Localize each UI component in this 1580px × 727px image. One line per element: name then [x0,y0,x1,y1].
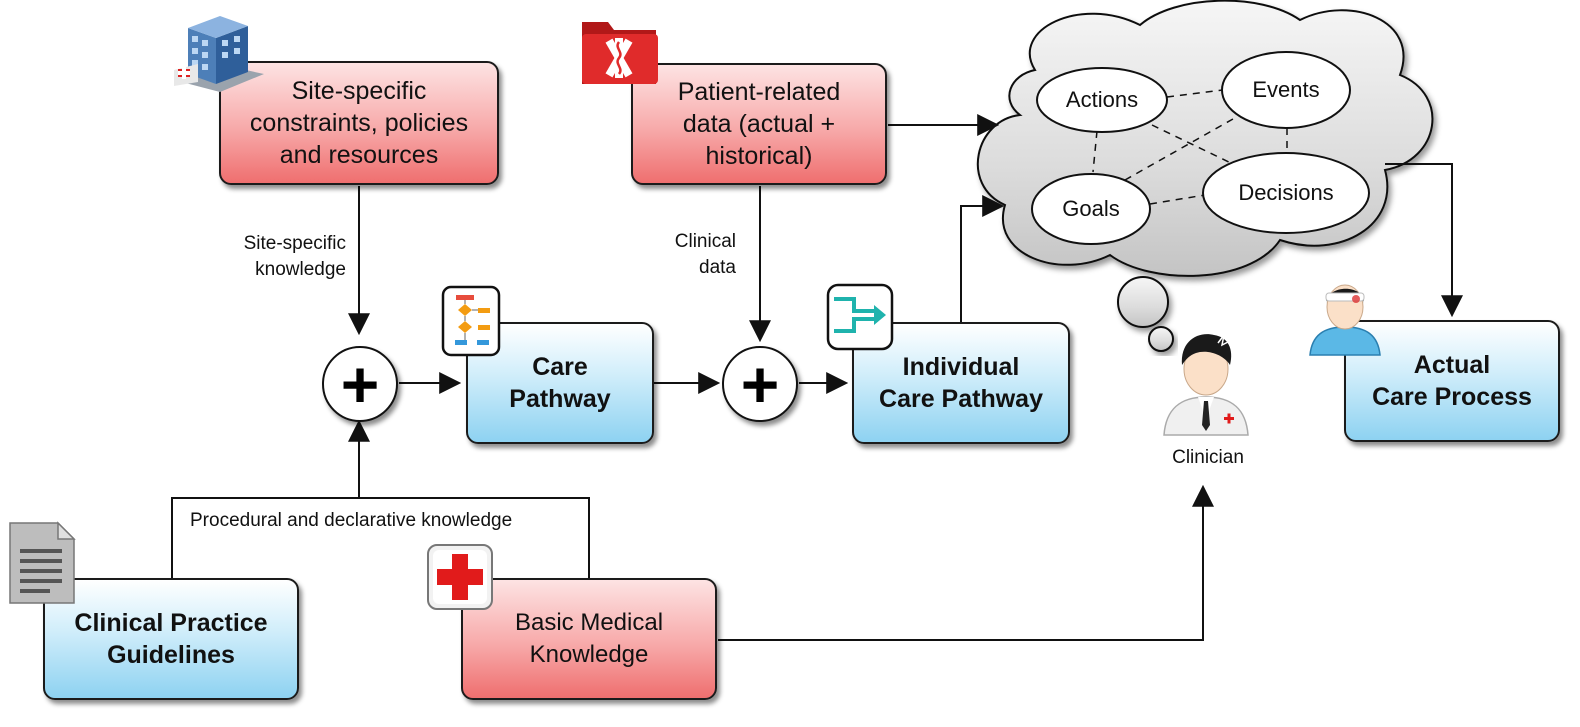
clinical-guidelines-text: Clinical Practice Guidelines [74,609,268,669]
goals-ellipse [1031,173,1151,245]
site-specific-box: Site-specific constraints, policies and … [219,61,499,185]
patient-avatar-icon [1309,284,1381,356]
red-cross-icon [427,544,493,610]
site-specific-text: Site-specific constraints, policies and … [249,77,469,169]
pathway-icon [826,283,894,351]
patient-data-box: Patient-related data (actual + historica… [631,63,887,185]
flowchart-icon [441,285,501,357]
thought-cloud [976,0,1434,277]
decisions-ellipse [1202,152,1370,234]
thought-bubble-large [1117,276,1169,328]
combine-operator-2: + [722,346,798,422]
thought-bubble-small [1148,326,1174,352]
actions-ellipse [1036,67,1168,133]
clinical-data-label: Clinical data [674,231,736,278]
combine-operator-1: + [322,346,398,422]
clinician-avatar-icon [1163,334,1249,436]
clinical-guidelines-box: Clinical Practice Guidelines [43,578,299,700]
events-label: Events [1252,77,1320,102]
arrow-cloud-to-actual-care [1385,163,1463,318]
goals-label: Goals [1062,196,1120,221]
care-pathway-text: Care Pathway [509,353,611,413]
medical-folder-icon [582,22,658,84]
document-icon [9,521,76,604]
arrow-knowledge-to-clinician [718,484,1214,641]
events-ellipse [1221,51,1351,129]
actual-care-text: Actual Care Process [1372,351,1532,411]
connector-procedural [171,497,590,578]
actions-label: Actions [1065,87,1139,112]
clinician-label: Clinician [1172,447,1244,468]
basic-medical-box: Basic Medical Knowledge [461,578,717,700]
basic-medical-text: Basic Medical Knowledge [514,609,664,668]
individual-pathway-text: Individual Care Pathway [879,353,1043,413]
procedural-knowledge-label: Procedural and declarative knowledge [190,510,513,531]
patient-data-text: Patient-related data (actual + historica… [677,78,841,170]
actual-care-box: Actual Care Process [1344,320,1560,442]
site-knowledge-label: Site-specific knowledge [243,233,346,280]
cloud-links [1092,89,1288,205]
decisions-label: Decisions [1238,180,1334,205]
arrow-individual-to-cloud [960,195,1005,322]
hospital-icon [174,16,264,92]
